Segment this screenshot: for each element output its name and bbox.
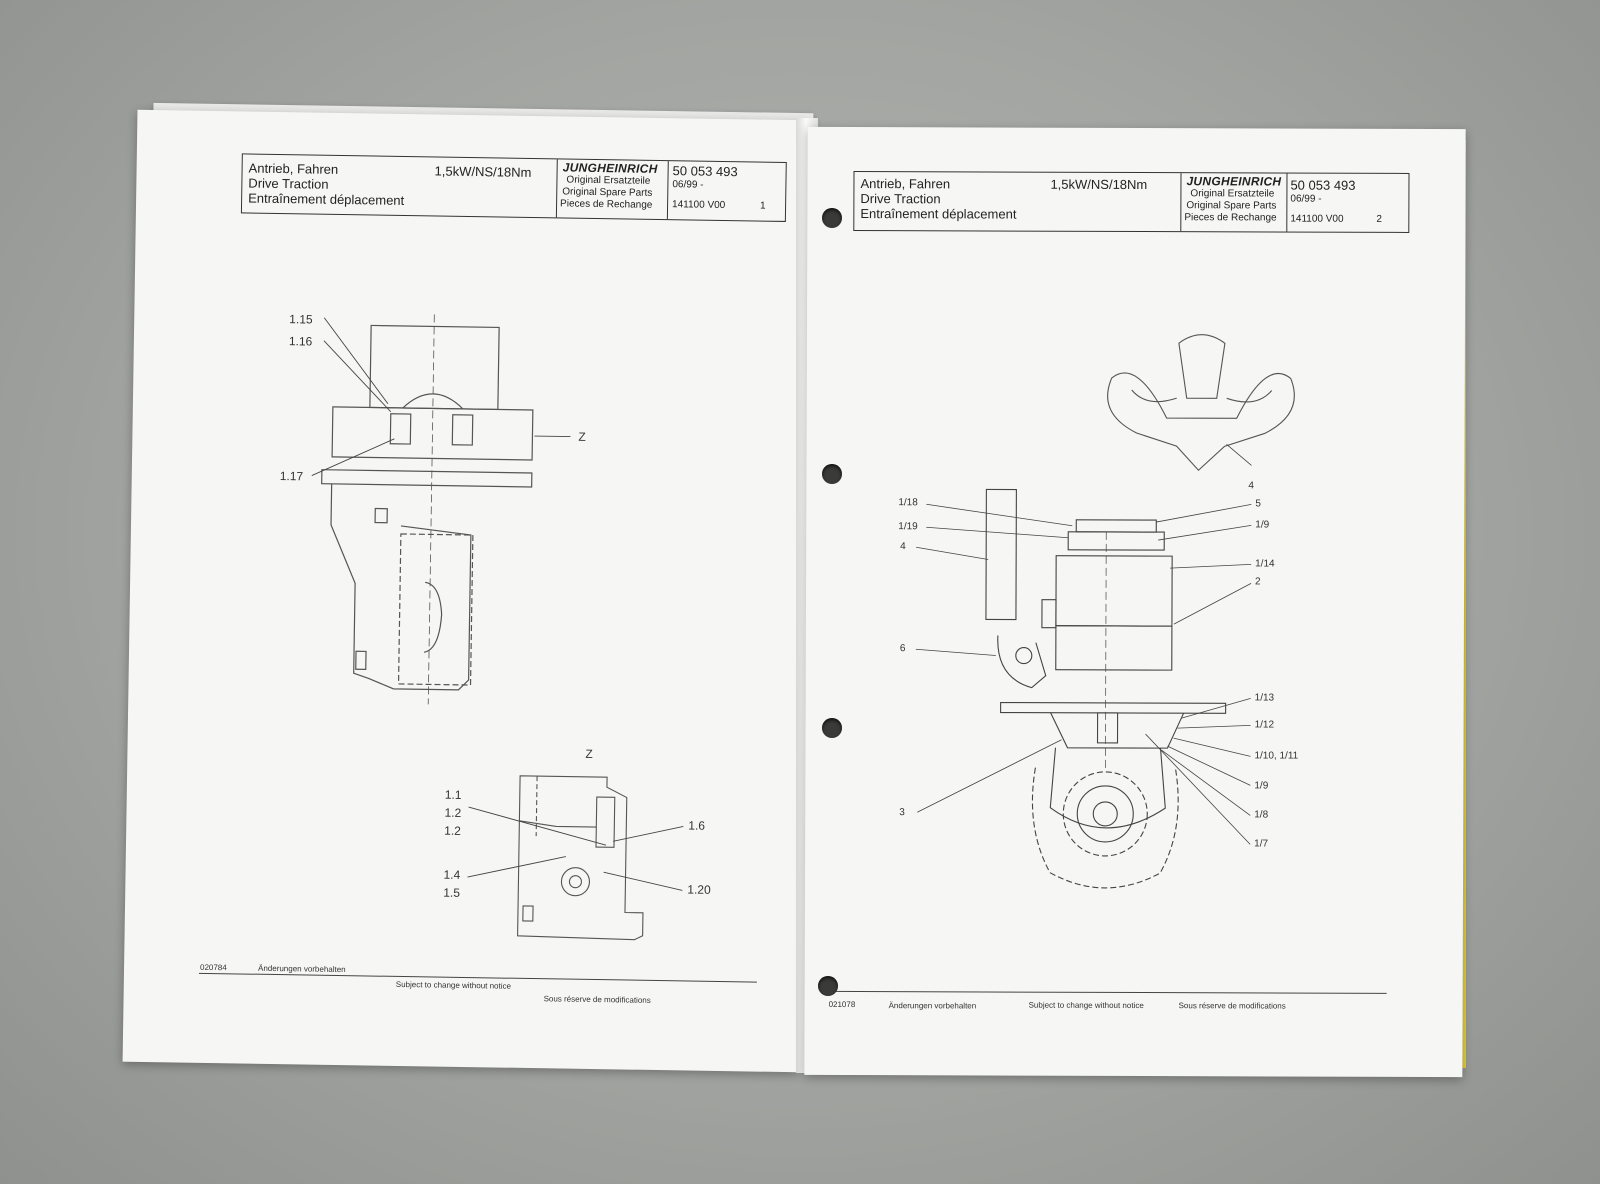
detail-label-1-2a: 1.2 [444,805,462,820]
label-5: 5 [1255,498,1261,510]
footer-fr: Sous réserve de modifications [1178,1001,1286,1011]
detail-label-1-20: 1.20 [687,882,711,897]
label-1-9-bottom: 1/9 [1254,780,1269,792]
footer-de: Änderungen vorbehalten [888,1001,977,1011]
footer-en: Subject to change without notice [1028,1000,1144,1011]
label-1-16: 1.16 [288,334,313,349]
footer-de: Änderungen vorbehalten [257,963,346,975]
label-1-10-1-11: 1/10, 1/11 [1254,750,1299,762]
drive-unit-drawing [311,314,684,941]
motor-assembly-drawing [915,334,1295,889]
detail-title-z: Z [585,746,593,761]
label-1-8: 1/8 [1254,809,1269,821]
label-2: 2 [1255,576,1261,588]
label-1-17: 1.17 [279,469,304,484]
label-1-18: 1/18 [898,497,918,509]
detail-label-1-5: 1.5 [443,885,461,900]
footer-number: 021078 [828,999,856,1010]
label-1-19: 1/19 [898,521,918,533]
label-4-right: 4 [1248,480,1254,492]
footer-number: 020784 [199,962,227,973]
detail-label-1-1: 1.1 [444,787,462,802]
right-page: Antrieb, Fahren Drive Traction Entraînem… [804,126,1466,1078]
label-1-12: 1/12 [1254,719,1275,731]
punch-hole [818,976,838,996]
label-1-14: 1/14 [1255,558,1275,570]
punch-hole [822,464,842,484]
label-3: 3 [899,807,905,819]
label-1-15: 1.15 [289,312,313,327]
detail-label-1-2b: 1.2 [444,823,462,838]
footer-fr: Sous réserve de modifications [543,994,651,1005]
label-1-13: 1/13 [1254,692,1275,704]
punch-hole [822,718,842,738]
label-6: 6 [899,643,906,655]
label-z-arrow: Z [578,429,586,444]
label-4-left: 4 [900,541,906,553]
detail-label-1-4: 1.4 [443,867,461,882]
label-1-9-top: 1/9 [1255,519,1270,531]
label-1-7: 1/7 [1254,838,1269,850]
detail-label-1-6: 1.6 [688,818,706,833]
punch-hole [822,208,842,228]
left-page: Antrieb, Fahren Drive Traction Entraînem… [122,109,814,1073]
footer-en: Subject to change without notice [395,979,512,991]
